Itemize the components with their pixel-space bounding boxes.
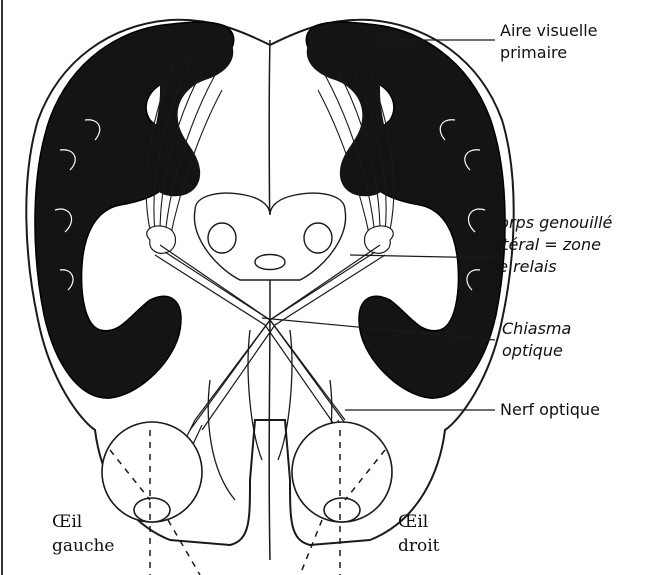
label-nerf-optique: Nerf optique [500,399,600,421]
label-corps-genouille: Corps genouillé latéral = zone de relais [488,212,612,278]
label-oeil-gauche: Œil gauche [52,510,115,558]
left-eye [102,422,202,522]
label-chiasma-line2: optique [502,340,571,362]
label-nerf-optique-text: Nerf optique [500,399,600,421]
label-oeil-droit-line1: Œil [398,510,440,534]
right-eye [292,422,392,522]
label-oeil-gauche-line2: gauche [52,534,115,558]
label-corps-genouille-line1: Corps genouillé [488,212,612,234]
label-corps-genouille-line3: de relais [488,256,612,278]
label-chiasma-line1: Chiasma [502,318,571,340]
label-corps-genouille-line2: latéral = zone [488,234,612,256]
label-oeil-droit: Œil droit [398,510,440,558]
label-oeil-gauche-line1: Œil [52,510,115,534]
label-aire-visuelle-line1: Aire visuelle [500,20,598,42]
label-aire-visuelle-line2: primaire [500,42,598,64]
label-oeil-droit-line2: droit [398,534,440,558]
label-aire-visuelle: Aire visuelle primaire [500,20,598,64]
label-chiasma: Chiasma optique [502,318,571,362]
